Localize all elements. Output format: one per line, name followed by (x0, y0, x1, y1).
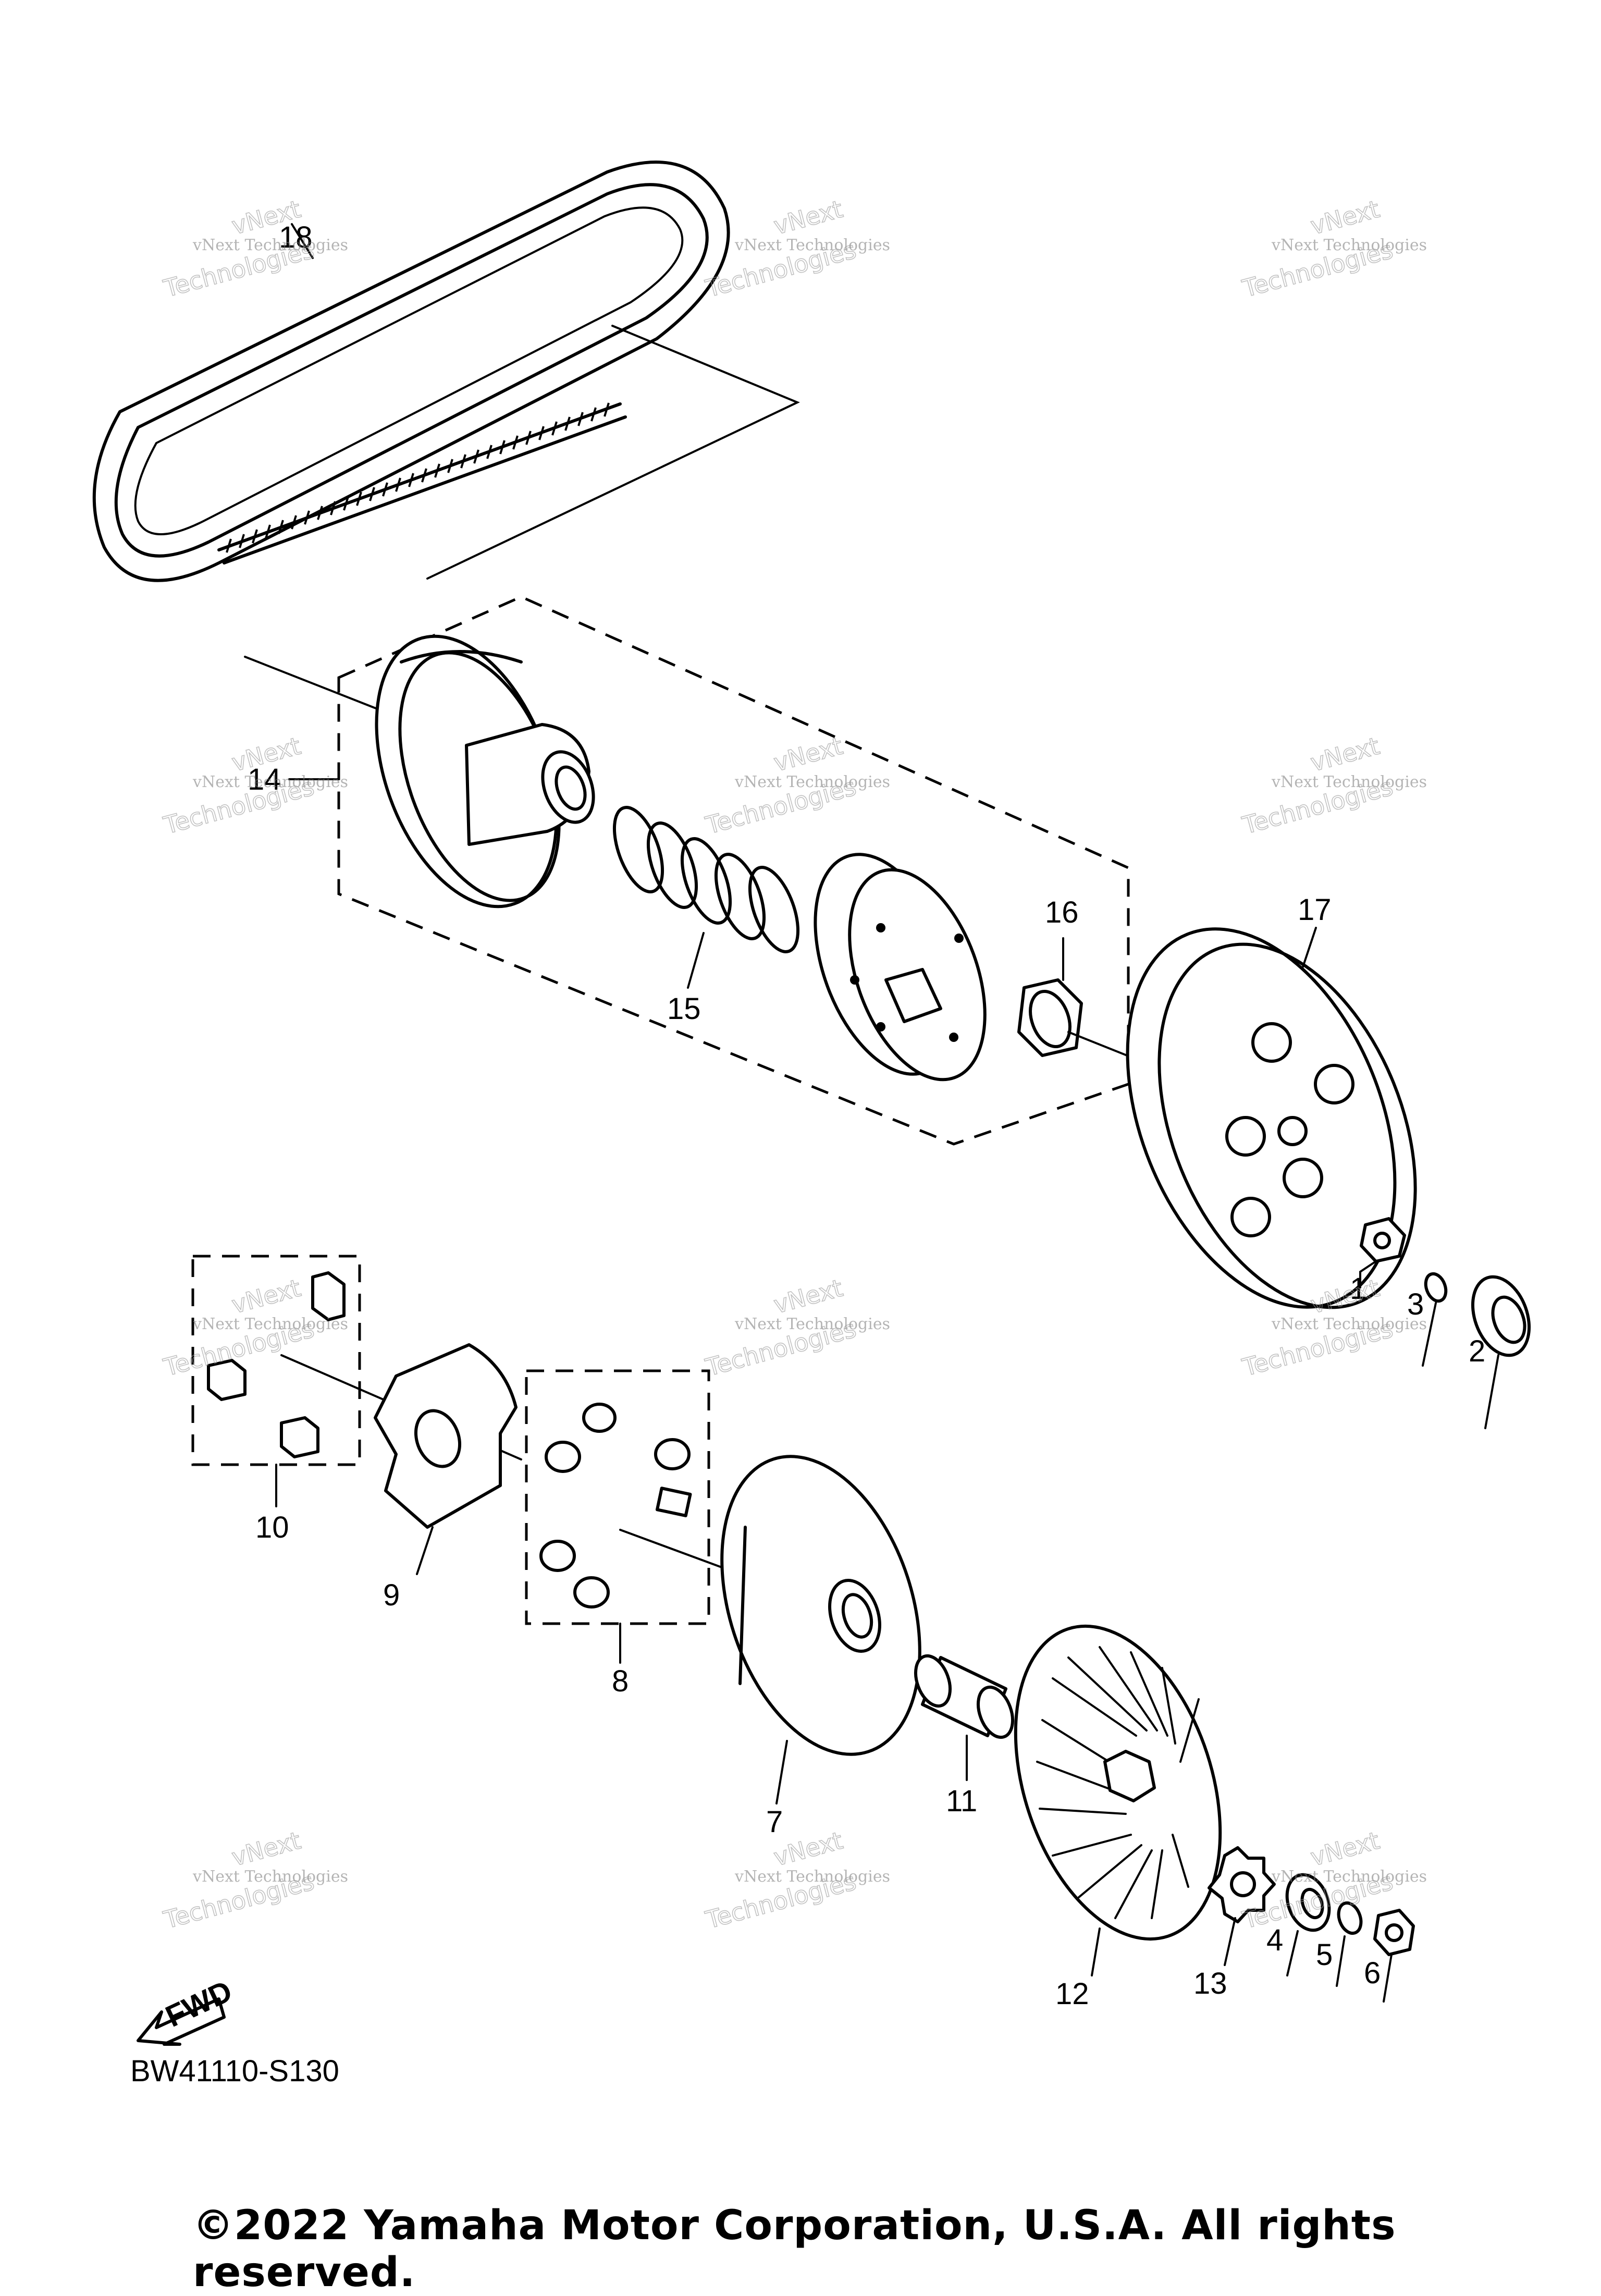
svg-text:vNext: vNext (1308, 732, 1383, 777)
part-17-clutch-housing (1126, 927, 1417, 1309)
copyright-notice: ©2022 Yamaha Motor Corporation, U.S.A. A… (193, 2202, 1396, 2296)
callout-16: 16 (1045, 895, 1079, 929)
callout-17: 17 (1298, 893, 1332, 927)
callout-10: 10 (255, 1511, 289, 1544)
svg-text:vNext Technologies: vNext Technologies (192, 773, 348, 791)
part-8-roller-weights (539, 1403, 692, 1664)
part-15-compression-spring (612, 806, 800, 989)
part-1-nut (1359, 1217, 1406, 1288)
weight-group-box (525, 1369, 710, 1625)
part-5-washer (1336, 1901, 1363, 1987)
svg-text:vNext Technologies: vNext Technologies (192, 1868, 348, 1886)
clutch-carrier (814, 853, 987, 1082)
callout-8: 8 (612, 1664, 629, 1698)
part-11-collar (914, 1654, 1014, 1781)
svg-text:vNext: vNext (771, 1274, 846, 1319)
svg-text:vNext: vNext (771, 195, 846, 240)
part-2-bearing (1471, 1275, 1531, 1429)
part-14-secondary-sheave (375, 634, 595, 908)
fwd-arrow-icon: FWD (137, 1974, 237, 2046)
part-16-clutch-nut (1017, 937, 1174, 1075)
callout-labels: 1 2 3 4 5 6 7 8 9 10 11 12 13 14 15 16 1… (248, 220, 1485, 2011)
svg-text:vNext Technologies: vNext Technologies (734, 773, 890, 791)
svg-text:vNext Technologies: vNext Technologies (1271, 1315, 1427, 1333)
svg-text:vNext: vNext (229, 1274, 304, 1319)
svg-text:vNext Technologies: vNext Technologies (1271, 773, 1427, 791)
callout-4: 4 (1266, 1923, 1283, 1957)
callout-6: 6 (1364, 1956, 1381, 1990)
callout-12: 12 (1055, 1977, 1089, 2011)
callout-18: 18 (279, 220, 313, 254)
part-9-ramp-plate (374, 1343, 518, 1575)
part-6-nut (1373, 1909, 1415, 2003)
svg-text:vNext: vNext (229, 1826, 304, 1872)
callout-5: 5 (1316, 1938, 1333, 1972)
svg-text:vNext Technologies: vNext Technologies (734, 1315, 890, 1333)
svg-text:vNext: vNext (771, 732, 846, 777)
svg-text:vNext Technologies: vNext Technologies (1271, 1868, 1427, 1886)
part-4-washer (1285, 1873, 1331, 1976)
part-10-sliders (207, 1271, 346, 1507)
callout-13: 13 (1193, 1967, 1227, 2000)
part-7-primary-sheave (720, 1455, 921, 1804)
svg-text:vNext Technologies: vNext Technologies (1271, 236, 1427, 254)
svg-text:vNext Technologies: vNext Technologies (734, 1868, 890, 1886)
callout-11: 11 (946, 1784, 977, 1818)
callout-15: 15 (667, 992, 701, 1026)
part-18-v-belt (92, 161, 800, 582)
callout-2: 2 (1469, 1334, 1485, 1368)
callout-1: 1 (1350, 1272, 1366, 1306)
callout-9: 9 (383, 1578, 400, 1612)
part-3-washer (1422, 1272, 1448, 1367)
svg-text:vNext Technologies: vNext Technologies (734, 236, 890, 254)
callout-3: 3 (1407, 1287, 1424, 1321)
callout-14: 14 (248, 763, 281, 796)
svg-text:vNext Technologies: vNext Technologies (192, 1315, 348, 1333)
svg-text:vNext: vNext (1308, 195, 1383, 240)
diagram-part-code: BW41110-S130 (130, 2054, 339, 2088)
part-13-lock-washer (1208, 1846, 1276, 1966)
part-12-fan-sheave (1014, 1624, 1222, 1976)
weight-leader-line (619, 1529, 741, 1575)
svg-text:vNext: vNext (1308, 1826, 1383, 1872)
svg-text:vNext Technologies: vNext Technologies (192, 236, 348, 254)
callout-7: 7 (766, 1805, 783, 1839)
